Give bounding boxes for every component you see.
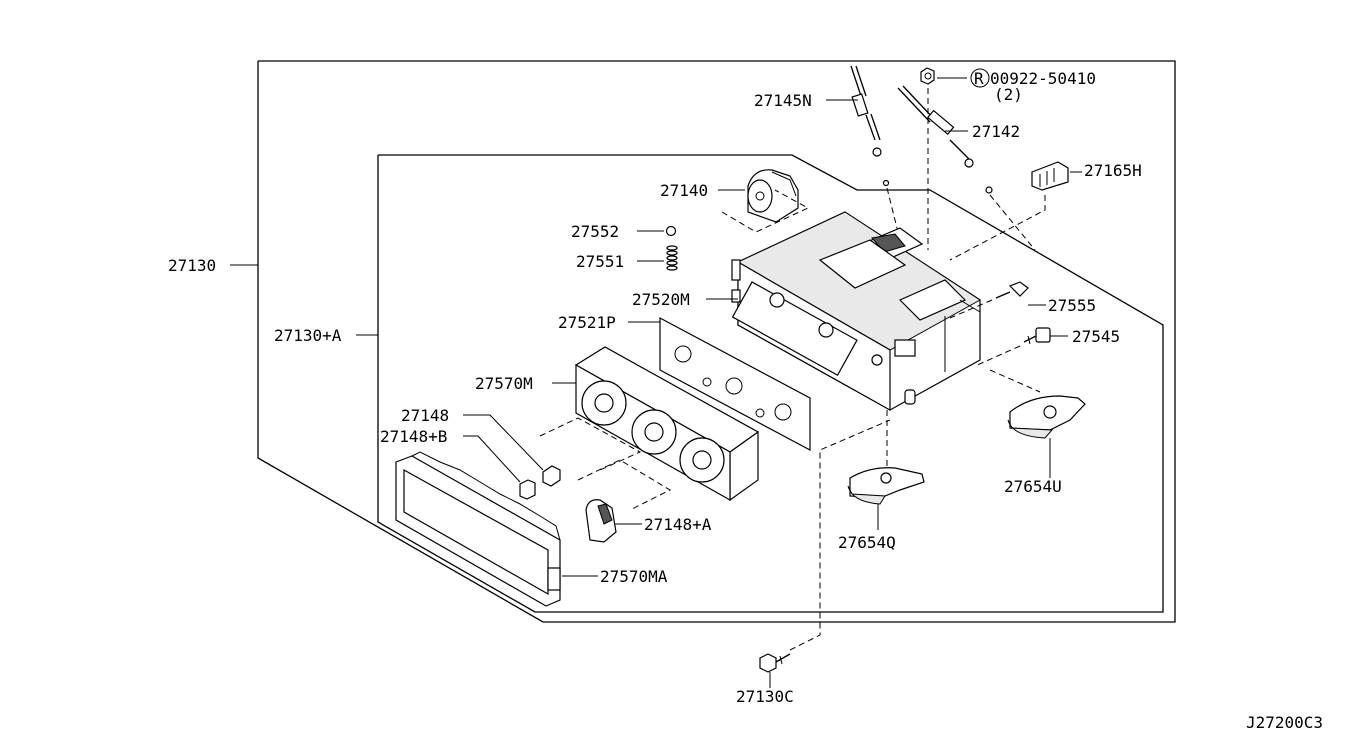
label-00922-qty: (2) <box>994 85 1023 104</box>
inner-frame <box>377 154 1164 613</box>
knob-27148b-part <box>519 479 536 500</box>
label-00922-mark: R <box>974 69 984 88</box>
label-27555: 27555 <box>1048 296 1096 315</box>
control-unit-27520m-part <box>731 211 981 412</box>
knob-27140-part <box>747 169 799 223</box>
label-27165h: 27165H <box>1084 161 1142 180</box>
label-27130a: 27130+A <box>274 326 342 345</box>
label-27130: 27130 <box>168 256 216 275</box>
cam-27654q-part <box>847 467 925 505</box>
dash-27545 <box>974 345 1021 367</box>
label-27145n: 27145N <box>754 91 812 110</box>
label-27570m: 27570M <box>475 374 533 393</box>
dash-27555 <box>949 299 993 319</box>
dash-27570m-a <box>539 417 642 471</box>
screw-27545-part <box>1023 327 1051 345</box>
label-27570ma: 27570MA <box>600 567 668 586</box>
diagram-code: J27200C3 <box>1246 713 1323 732</box>
ball-27552-part <box>665 225 677 237</box>
plate-27521p-part <box>659 317 811 451</box>
nut-00922-part <box>920 67 935 85</box>
panel-27570m-part <box>574 346 760 502</box>
outer-frame <box>257 60 1176 623</box>
label-27521p: 27521P <box>558 313 616 332</box>
cable-27145n-part <box>850 65 890 187</box>
label-27148: 27148 <box>401 406 449 425</box>
label-27654u: 27654U <box>1004 477 1062 496</box>
label-27551: 27551 <box>576 252 624 271</box>
screw-27130c-part <box>759 653 791 673</box>
screw-27555-part <box>995 281 1029 299</box>
knob-27148a-part <box>585 499 617 543</box>
label-27142: 27142 <box>972 122 1020 141</box>
dash-27165h <box>949 195 1046 261</box>
leader-27148b <box>463 435 521 483</box>
connector-27165h-part <box>1031 161 1069 191</box>
dash-27570m-b <box>577 459 672 511</box>
bezel-27570ma-part <box>395 451 561 607</box>
dash-27654u <box>989 369 1041 393</box>
label-27654q: 27654Q <box>838 533 896 552</box>
dash-27142 <box>989 194 1036 251</box>
r-mark-circle <box>970 68 990 88</box>
spring-27551-part <box>666 245 678 271</box>
cable-27142-part <box>897 85 993 194</box>
label-27552: 27552 <box>571 222 619 241</box>
label-27140: 27140 <box>660 181 708 200</box>
label-27520m: 27520M <box>632 290 690 309</box>
dash-27140 <box>721 189 810 233</box>
label-00922: 00922-50410 <box>990 69 1096 88</box>
label-27545: 27545 <box>1072 327 1120 346</box>
cam-27654u-part <box>1007 395 1086 439</box>
leader-27148 <box>463 414 544 471</box>
label-27148b: 27148+B <box>380 427 447 446</box>
label-27148a: 27148+A <box>644 515 712 534</box>
label-27130c: 27130C <box>736 687 794 706</box>
knob-27148-part <box>542 465 561 487</box>
